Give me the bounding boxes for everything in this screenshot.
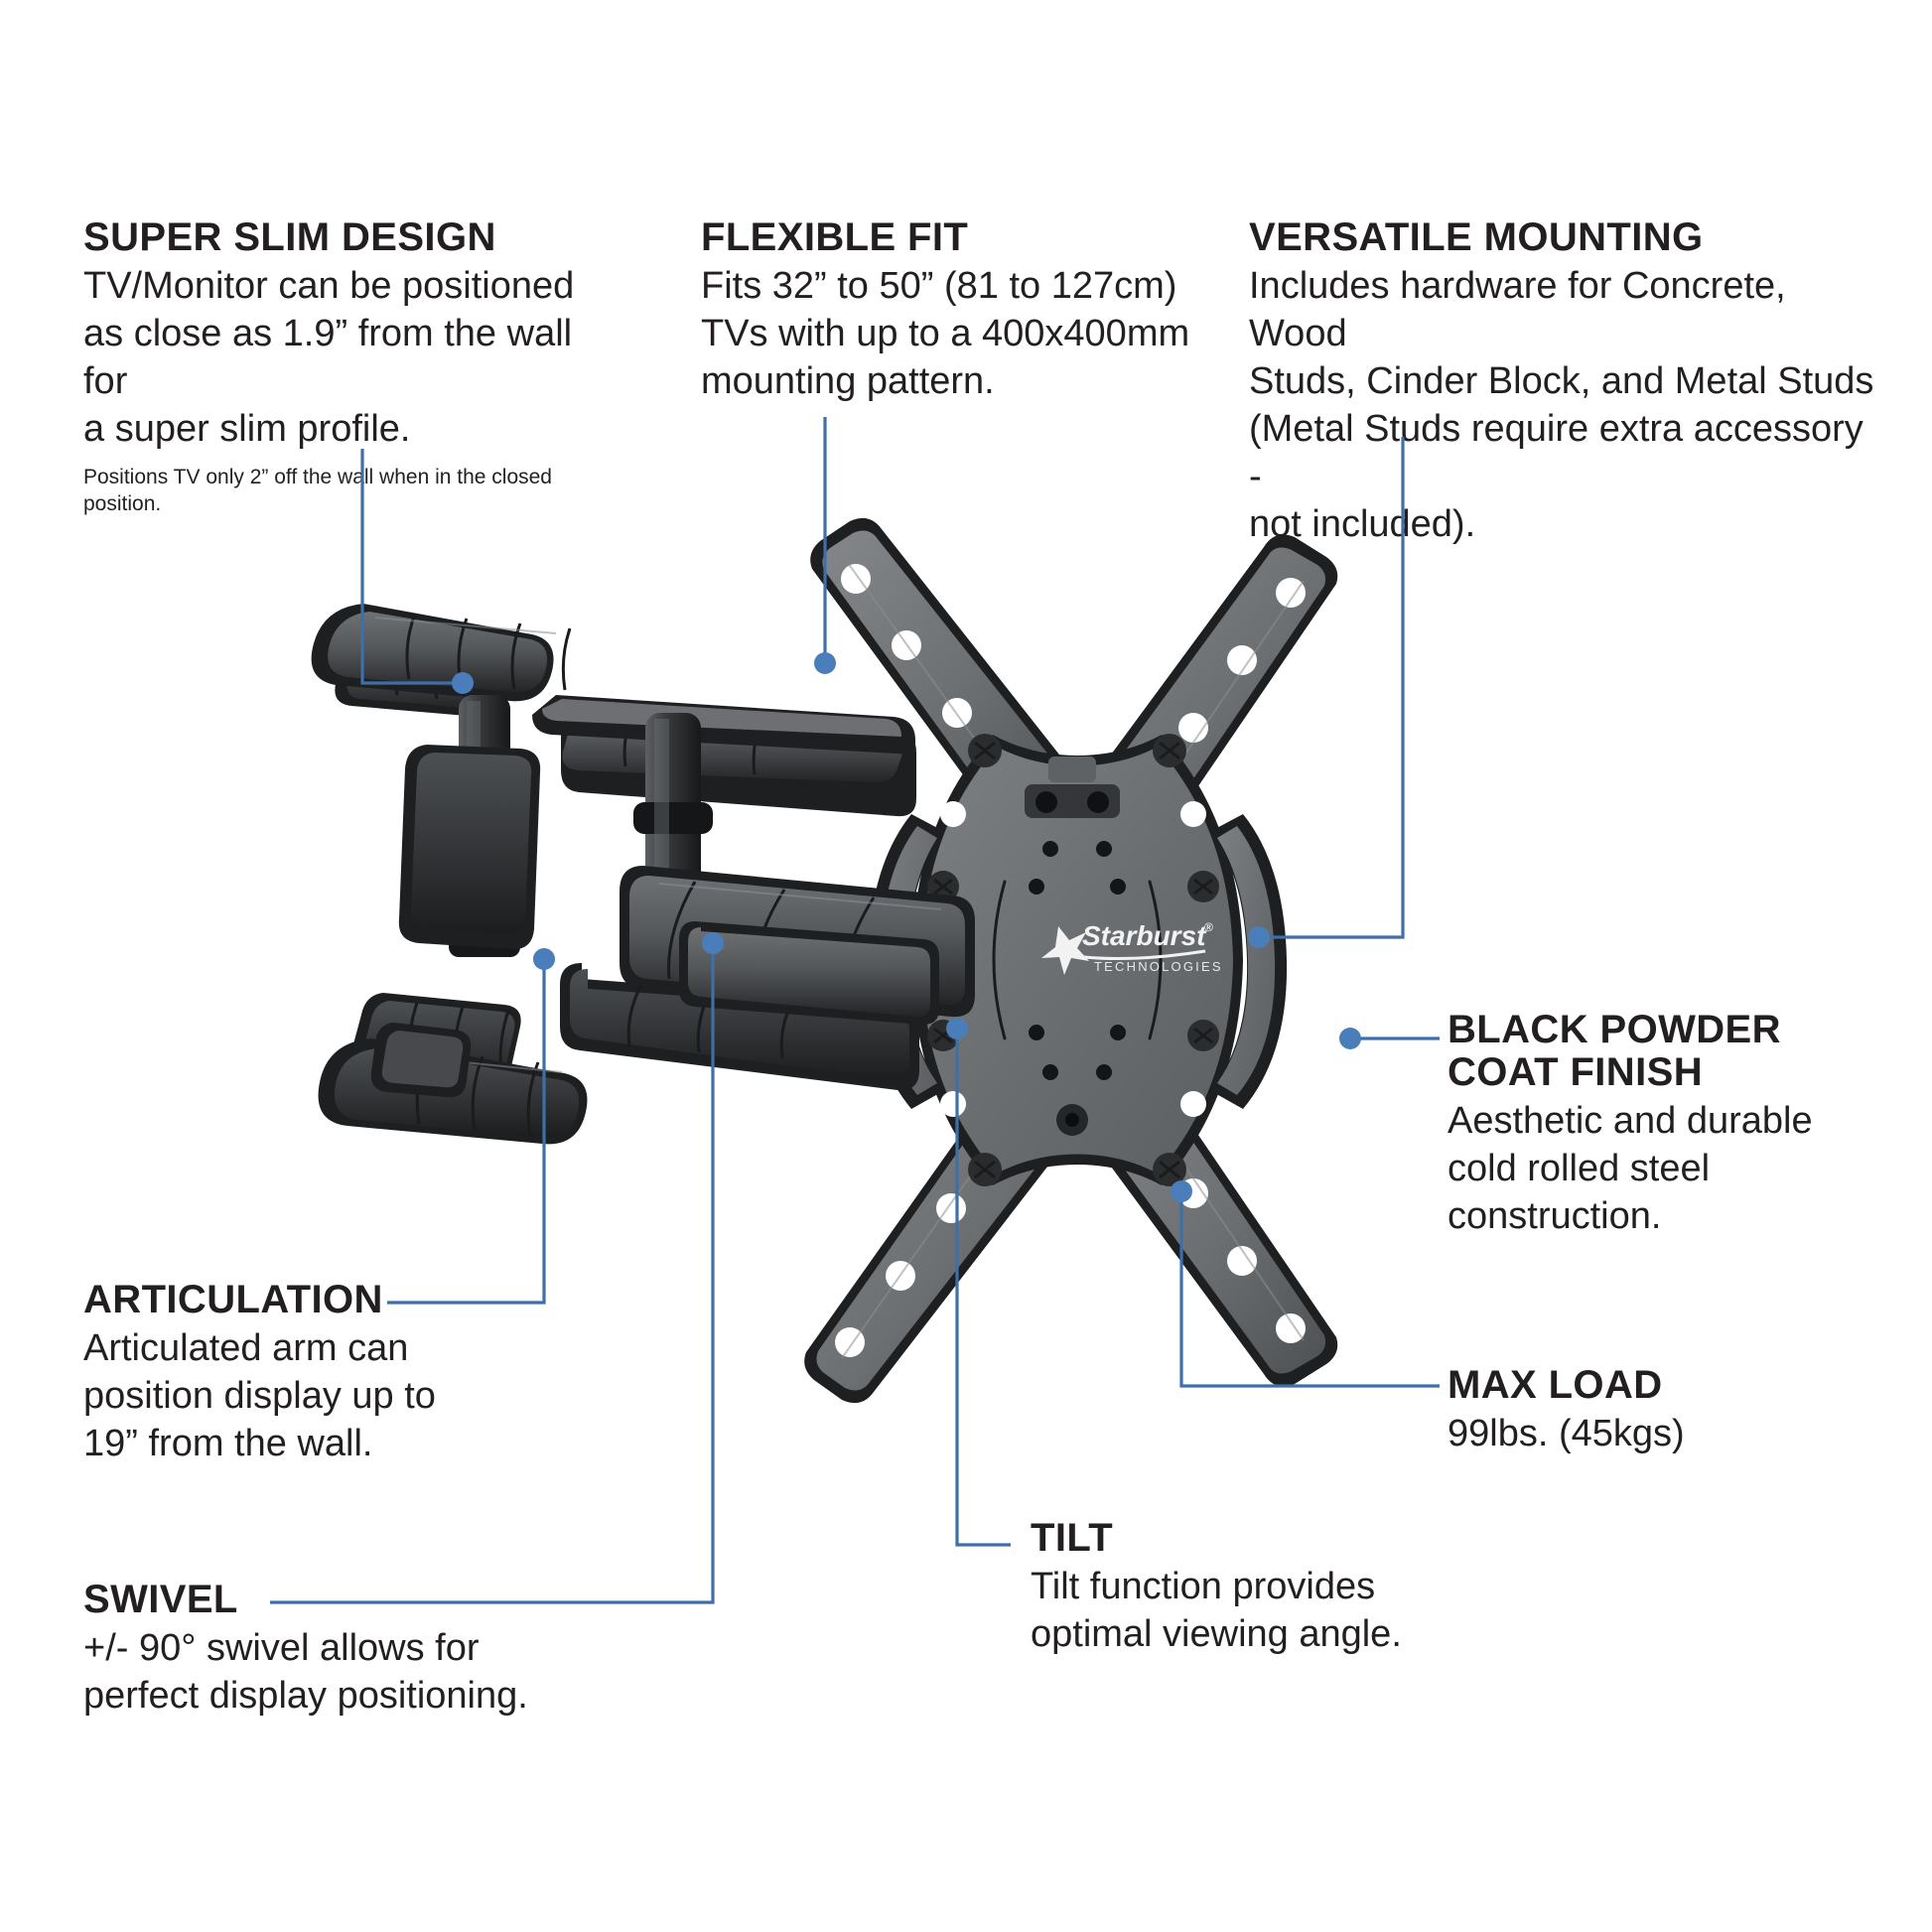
callout-heading: MAX LOAD: [1448, 1363, 1663, 1407]
callout-body: Aesthetic and durable cold rolled steel …: [1448, 1100, 1813, 1238]
callout-black-powder-coat: BLACK POWDER COAT FINISH Aesthetic and d…: [1448, 1008, 1874, 1241]
callout-body: Includes hardware for Concrete, Wood Stu…: [1249, 265, 1874, 545]
tilt-adjust-block: [1025, 757, 1120, 818]
starburst-logo: Starburst ® TECHNOLOGIES: [1041, 920, 1223, 975]
svg-text:®: ®: [1204, 920, 1213, 934]
callout-swivel: SWIVEL +/- 90° swivel allows for perfect…: [83, 1578, 560, 1721]
callout-versatile-mounting: VERSATILE MOUNTING Includes hardware for…: [1249, 215, 1884, 548]
articulating-arm-assembly: [311, 604, 975, 1145]
arm-elbow-block: [398, 745, 541, 950]
arm-lower-hinge-tab: [370, 1023, 472, 1098]
callout-heading: BLACK POWDER COAT FINISH: [1448, 1008, 1781, 1095]
callout-flexible-fit: FLEXIBLE FIT Fits 32” to 50” (81 to 127c…: [701, 215, 1217, 406]
callout-max-load: MAX LOAD 99lbs. (45kgs): [1448, 1363, 1874, 1458]
callout-body: 99lbs. (45kgs): [1448, 1413, 1685, 1455]
callout-body: Tilt function provides optimal viewing a…: [1031, 1566, 1402, 1656]
arm-to-plate-link: [679, 921, 939, 1026]
callout-tilt: TILT Tilt function provides optimal view…: [1031, 1516, 1457, 1659]
callout-body: TV/Monitor can be positioned as close as…: [83, 265, 575, 450]
arm-upper-cap: [532, 695, 915, 755]
callout-heading: VERSATILE MOUNTING: [1249, 215, 1704, 259]
svg-text:TECHNOLOGIES: TECHNOLOGIES: [1094, 959, 1223, 974]
callout-body: Fits 32” to 50” (81 to 127cm) TVs with u…: [701, 265, 1190, 402]
callout-body: +/- 90° swivel allows for perfect displa…: [83, 1627, 528, 1718]
callout-heading: SUPER SLIM DESIGN: [83, 215, 496, 259]
tilt-bolt-lower: [1056, 1104, 1088, 1136]
callout-heading: SWIVEL: [83, 1578, 238, 1621]
svg-text:Starburst: Starburst: [1082, 920, 1207, 951]
callout-heading: TILT: [1031, 1516, 1114, 1560]
callout-heading: FLEXIBLE FIT: [701, 215, 969, 259]
